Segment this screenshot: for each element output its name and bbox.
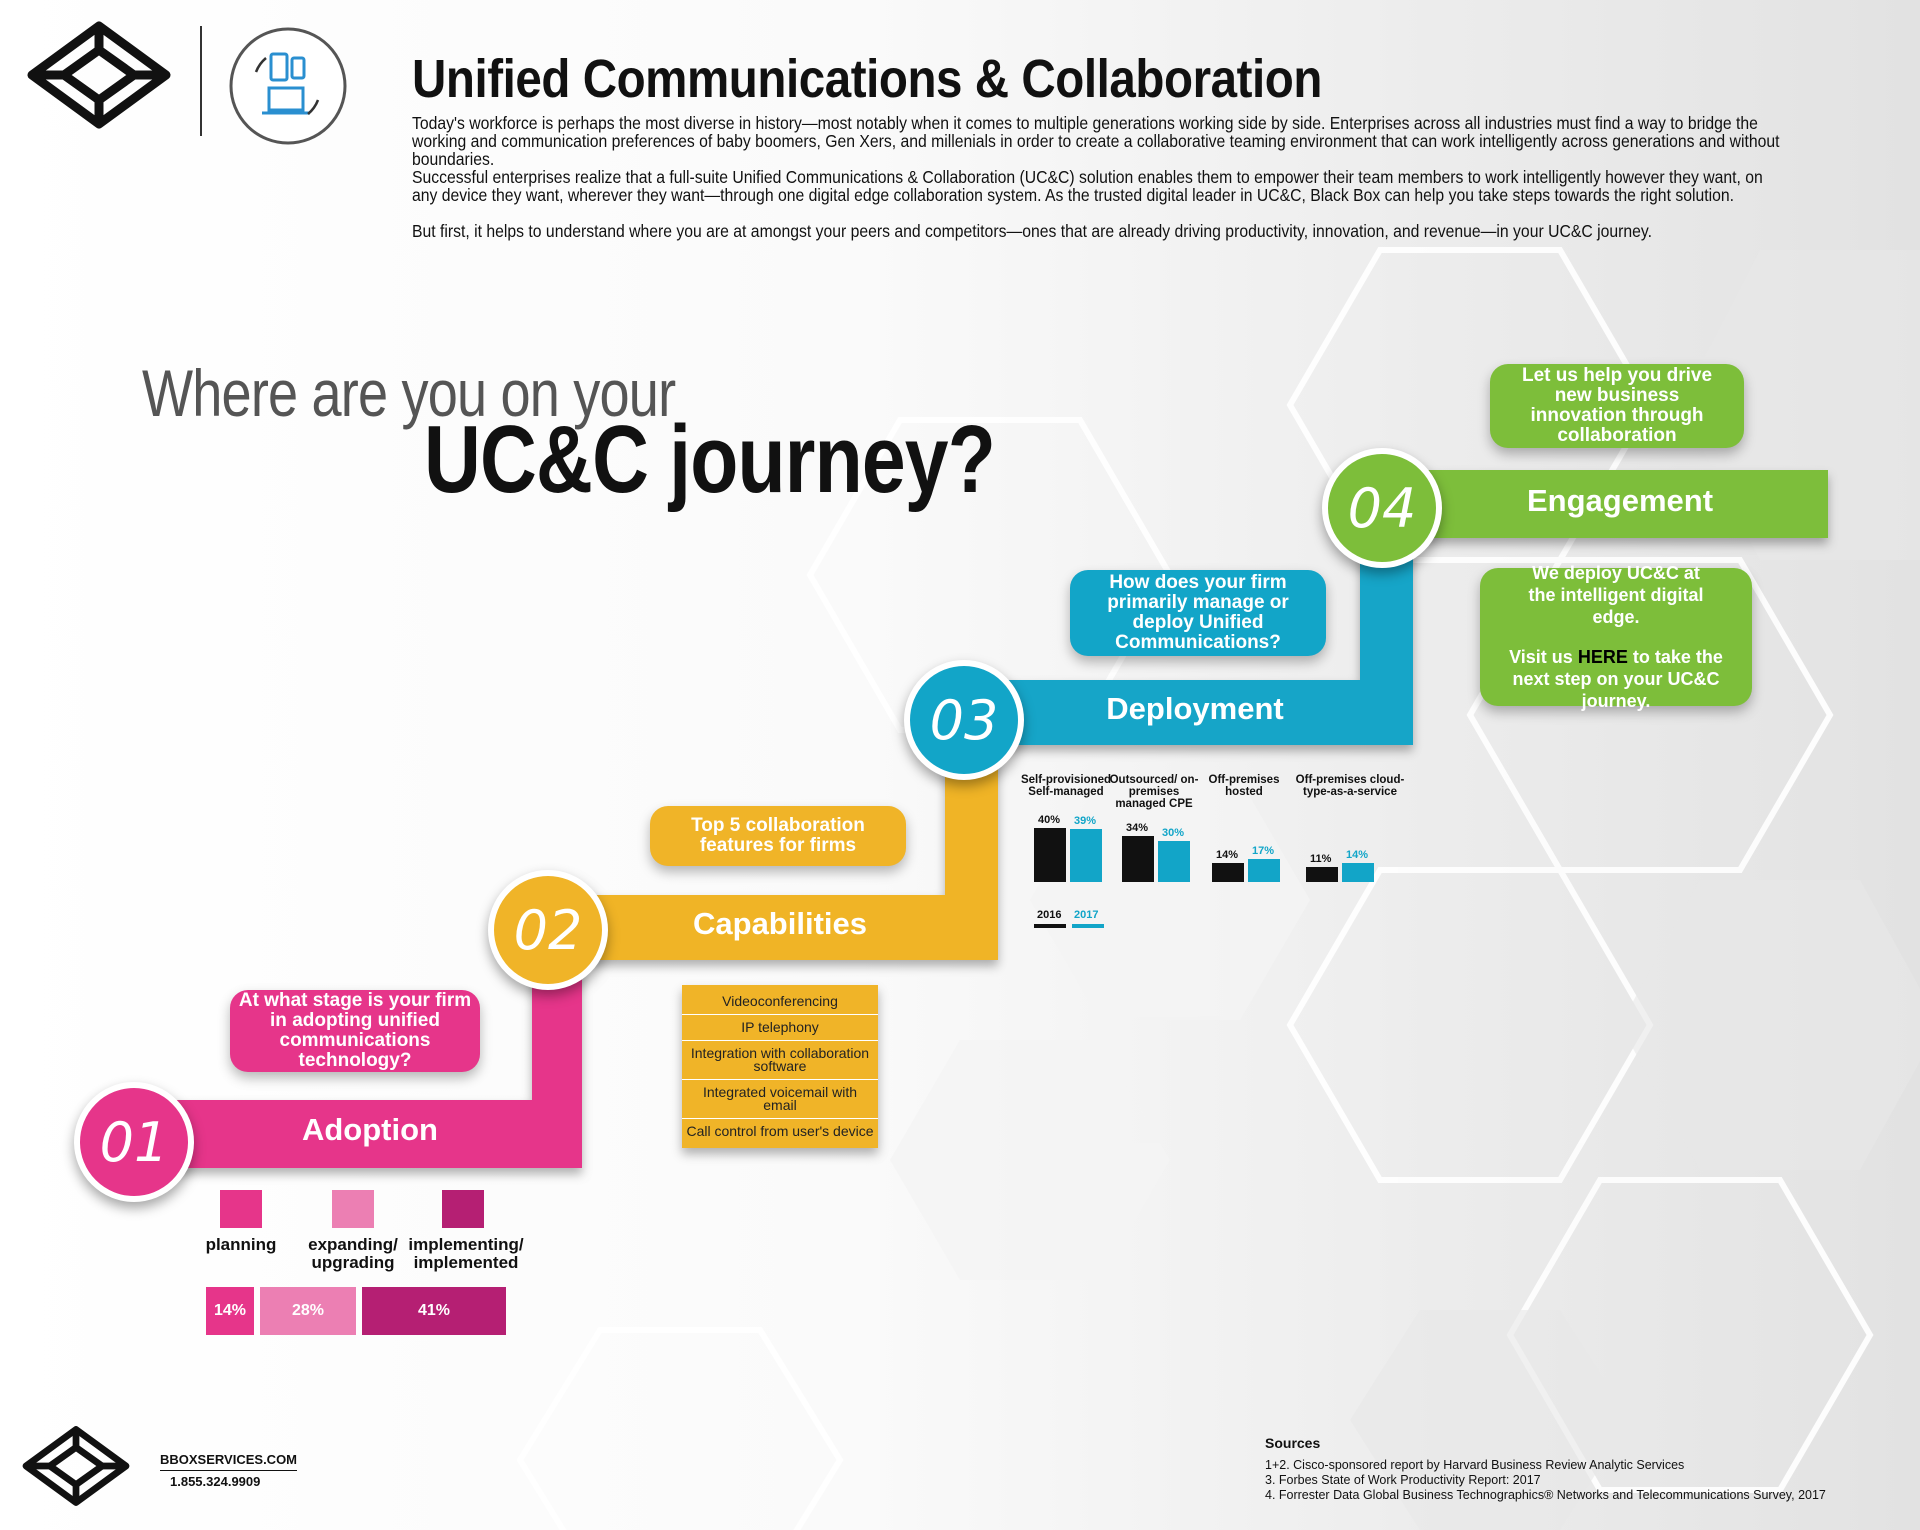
- headline-line-2: UC&C journey?: [424, 406, 996, 513]
- adoption-question-bubble: At what stage is your firm in adopting u…: [230, 990, 480, 1072]
- features-list: Videoconferencing IP telephony Integrati…: [682, 985, 878, 1148]
- chart-legend-line-2017: [1072, 924, 1104, 928]
- source-item: 1+2. Cisco-sponsored report by Harvard B…: [1265, 1458, 1685, 1472]
- deployment-question-text: How does your firm primarily manage or d…: [1107, 572, 1289, 653]
- engagement-cta-line: Visit us HERE to take the next step on y…: [1480, 646, 1752, 712]
- engagement-cta-suffix: to take the next step on your UC&C journ…: [1512, 647, 1723, 711]
- chart-legend-line-2016: [1034, 924, 1066, 928]
- page-title: Unified Communications & Collaboration: [412, 49, 1322, 109]
- chart-bar-2017: [1070, 829, 1102, 882]
- chart-category-label: Outsourced/ on-premises managed CPE: [1109, 774, 1199, 810]
- intro-paragraph-1: Today's workforce is perhaps the most di…: [412, 113, 1780, 169]
- chart-bar-2016: [1122, 836, 1154, 882]
- legend-swatch-expanding: [332, 1190, 374, 1228]
- legend-label-planning: planning: [205, 1235, 277, 1254]
- chart-bar-2017: [1248, 859, 1280, 882]
- chart-value-label: 34%: [1126, 822, 1149, 834]
- logo-divider: [200, 26, 202, 136]
- chart-legend-2017: 2017: [1074, 909, 1099, 921]
- step-label-adoption: Adoption: [301, 1112, 438, 1147]
- engagement-top-bubble: Let us help you drive new business innov…: [1490, 364, 1744, 448]
- chart-value-label: 14%: [1216, 849, 1239, 861]
- chart-value-label: 14%: [1346, 849, 1369, 861]
- adoption-question-text: At what stage is your firm in adopting u…: [238, 990, 472, 1071]
- feature-item: Videoconferencing: [682, 989, 878, 1015]
- chart-category-label: Off-premises cloud-type-as-a-service: [1295, 774, 1405, 798]
- capabilities-question-bubble: Top 5 collaboration features for firms: [650, 806, 906, 866]
- source-item: 4. Forrester Data Global Business Techno…: [1265, 1488, 1826, 1502]
- chart-category-label: Self-provisioned Self-managed: [1020, 774, 1112, 798]
- footer-phone[interactable]: 1.855.324.9909: [170, 1474, 261, 1489]
- percent-expanding: 28%: [260, 1287, 356, 1335]
- step-label-deployment: Deployment: [1106, 691, 1284, 726]
- chart-bar-2017: [1158, 841, 1190, 882]
- deployment-question-bubble: How does your firm primarily manage or d…: [1070, 570, 1326, 656]
- legend-label-expanding: expanding/ upgrading: [308, 1235, 398, 1272]
- intro-paragraph-2: Successful enterprises realize that a fu…: [412, 167, 1763, 205]
- chart-category-label: Off-premises hosted: [1208, 774, 1280, 798]
- feature-item: Call control from user's device: [686, 1123, 874, 1139]
- footer-website[interactable]: BBOXSERVICES.COM: [160, 1452, 298, 1471]
- chart-value-label: 39%: [1074, 815, 1097, 827]
- feature-item: Integrated voicemail with email: [682, 1080, 878, 1119]
- sources-title: Sources: [1265, 1435, 1321, 1451]
- feature-item: Integration with collaboration software: [682, 1041, 878, 1080]
- chart-bar-2016: [1306, 867, 1338, 882]
- feature-item: IP telephony: [682, 1015, 878, 1041]
- chart-value-label: 40%: [1038, 814, 1061, 826]
- step-label-engagement: Engagement: [1526, 483, 1714, 518]
- step-number-02: 02: [488, 870, 608, 990]
- chart-value-label: 11%: [1310, 853, 1332, 865]
- engagement-top-text: Let us help you drive new business innov…: [1521, 365, 1713, 446]
- source-item: 3. Forbes State of Work Productivity Rep…: [1265, 1473, 1541, 1487]
- engagement-bottom-line1: We deploy UC&C at the intelligent digita…: [1528, 563, 1704, 627]
- legend-swatch-implementing: [442, 1190, 484, 1228]
- engagement-bottom-bubble: We deploy UC&C at the intelligent digita…: [1480, 563, 1752, 711]
- legend-swatch-planning: [220, 1190, 262, 1228]
- step-number-03: 03: [904, 660, 1024, 780]
- chart-value-label: 30%: [1162, 827, 1185, 839]
- chart-legend-2016: 2016: [1037, 909, 1062, 921]
- intro-paragraph-3: But first, it helps to understand where …: [412, 221, 1652, 241]
- step-number-04: 04: [1322, 448, 1442, 568]
- black-box-logo: [27, 21, 171, 129]
- step-number-01: 01: [74, 1082, 194, 1202]
- devices-sync-icon: [229, 27, 347, 145]
- percent-planning: 14%: [206, 1287, 254, 1335]
- percent-implementing: 41%: [362, 1287, 506, 1335]
- engagement-cta-prefix: Visit us: [1509, 647, 1573, 667]
- chart-value-label: 17%: [1252, 845, 1275, 857]
- chart-bar-2016: [1034, 828, 1066, 882]
- capabilities-question-text: Top 5 collaboration features for firms: [691, 815, 865, 856]
- chart-bar-2016: [1212, 863, 1244, 882]
- headline-line-1: Where are you on your: [142, 356, 676, 430]
- chart-bar-2017: [1342, 863, 1374, 882]
- footer-black-box-logo: [22, 1426, 130, 1506]
- legend-label-implementing: implementing/ implemented: [408, 1235, 524, 1272]
- here-link[interactable]: HERE: [1577, 647, 1628, 667]
- step-label-capabilities: Capabilities: [693, 906, 867, 941]
